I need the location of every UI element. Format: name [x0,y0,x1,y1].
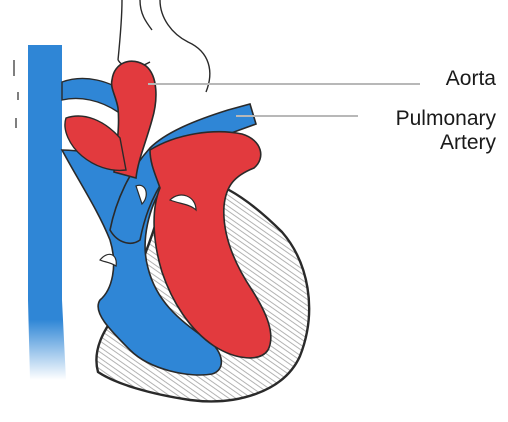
pulmonary-artery-label-line1: Pulmonary [396,108,496,130]
vessel-ticks [14,60,18,128]
aorta-label: Aorta [446,68,496,90]
vena-cava [28,45,66,380]
pulmonary-artery-label-line2: Artery [440,132,496,154]
